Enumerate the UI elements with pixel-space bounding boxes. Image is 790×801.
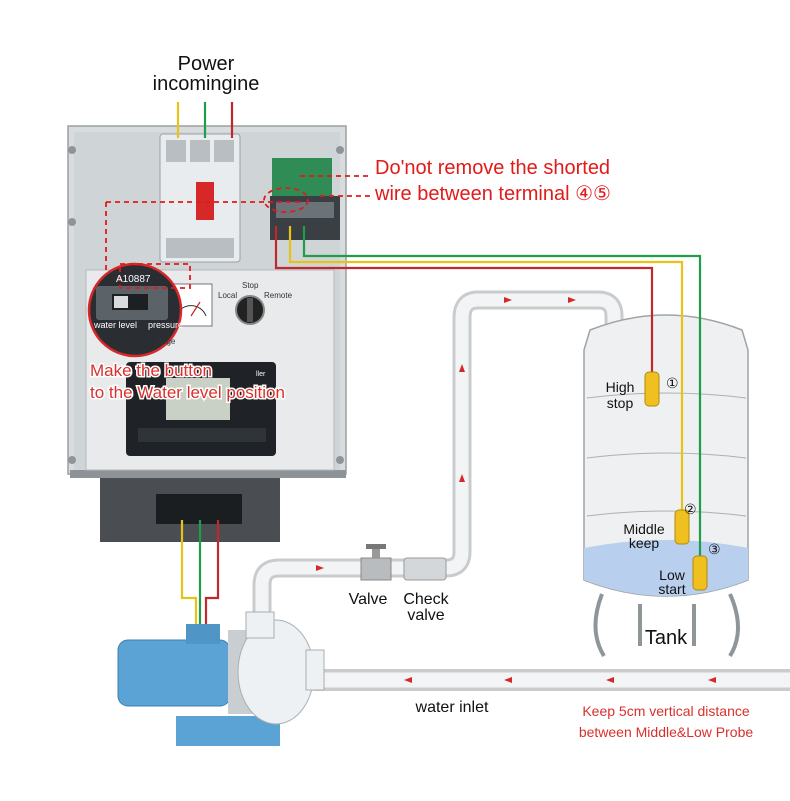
- circuit-breaker: [159, 133, 241, 263]
- probe-high-line2: stop: [607, 395, 634, 411]
- switch-inset: [87, 262, 183, 358]
- voltage-label: ltage: [158, 337, 176, 346]
- inset-code: A10887: [116, 274, 151, 285]
- button-note-line2: to the Water level position: [90, 383, 285, 402]
- tank-label: Tank: [645, 627, 688, 649]
- pump-terminal-box: [156, 494, 242, 524]
- inset-pressure: pressure: [148, 320, 183, 330]
- distance-note-line1: Keep 5cm vertical distance: [582, 703, 750, 719]
- probe-wires: [274, 226, 702, 556]
- inset-water-level: water level: [93, 320, 137, 330]
- controller-label: ller: [256, 371, 266, 378]
- probe-middle-line2: keep: [629, 535, 660, 551]
- panel-labels: A10887 water level pressure Stop Local R…: [93, 274, 293, 378]
- power-wires: [176, 102, 234, 138]
- check-valve-line1: Check: [403, 591, 449, 608]
- check-valve: [403, 557, 447, 581]
- distance-note-line2: between Middle&Low Probe: [579, 724, 754, 740]
- button-note: Make the button to the Water level posit…: [89, 360, 287, 404]
- probe-low-line1: Low: [659, 567, 686, 583]
- lower-panel: [85, 269, 335, 471]
- knob-remote-label: Remote: [264, 291, 293, 300]
- flow-arrows: [316, 297, 716, 683]
- probe-middle-line1: Middle: [623, 521, 664, 537]
- warning-line1: Do'not remove the shorted: [375, 157, 610, 179]
- warning-line2: wire between terminal ④⑤: [374, 183, 611, 205]
- knob-stop-label: Stop: [242, 281, 259, 290]
- valve-label: Valve: [349, 591, 388, 608]
- pump: [117, 611, 325, 746]
- knob-local-label: Local: [218, 291, 237, 300]
- tank: [583, 314, 749, 658]
- probe-middle-number: ②: [684, 501, 697, 517]
- power-label-line1: Power: [178, 53, 235, 75]
- button-note-line1: Make the button: [90, 361, 212, 380]
- water-inlet-label: water inlet: [415, 699, 489, 716]
- probe-high-line1: High: [606, 379, 635, 395]
- power-label: Power incomingine: [153, 53, 260, 95]
- valve: [360, 544, 392, 581]
- warning-label: Do'not remove the shorted wire between t…: [374, 157, 611, 205]
- pipe-labels: Valve Check valve water inlet: [349, 591, 489, 716]
- probe-high-number: ①: [666, 375, 679, 391]
- probe-labels: High stop ① Middle keep ② Low start ③: [606, 375, 721, 597]
- probe-low-line2: start: [658, 581, 685, 597]
- check-valve-line2: valve: [407, 607, 444, 624]
- distance-note: Keep 5cm vertical distance between Middl…: [579, 703, 754, 740]
- probes: [644, 371, 708, 591]
- callout-lines: [105, 175, 370, 289]
- power-label-line2: incomingine: [153, 73, 260, 95]
- pump-wires: [180, 520, 220, 628]
- probe-low-number: ③: [708, 541, 721, 557]
